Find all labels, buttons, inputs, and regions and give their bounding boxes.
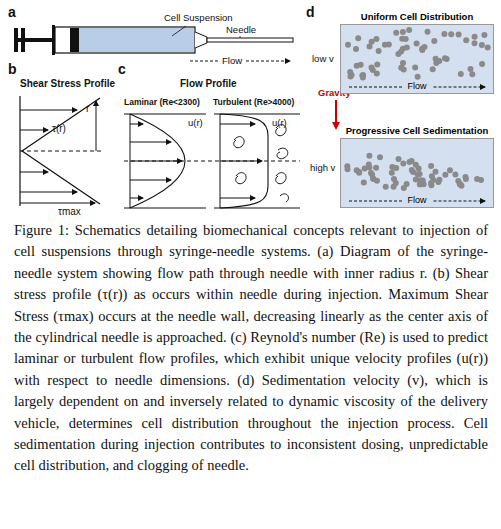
gravity-arrow [335,100,337,128]
symbol-label: u(r) [188,118,203,128]
panel-letter: d [306,5,315,20]
sample-chamber: Progressive Cell SedimentationFlow [340,138,494,208]
panel-letter: b [8,62,17,77]
part-label: Needle [226,25,256,35]
flow-type-label: Laminar (Re<2300) [124,98,200,107]
chamber-heading: Progressive Cell Sedimentation [341,125,493,136]
flow-label: Flow [405,81,428,91]
syringe [14,25,293,61]
panel-letter: a [8,5,16,20]
velocity-label: low v [312,54,334,64]
symbol-label: τ(r) [52,123,66,134]
part-label: Cell Suspension [164,13,233,23]
symbol-label: τmax [58,206,81,217]
chamber-heading: Uniform Cell Distribution [341,11,493,22]
panel-title: Shear Stress Profile [20,78,115,89]
caption: Figure 1: Schematics detailing biomechan… [14,220,488,477]
flow-label: Flow [405,195,428,205]
panel-title: Flow Profile [180,78,237,89]
velocity-label: high v [310,163,335,173]
flow-profiles [124,114,300,208]
symbol-label: u(r) [272,118,287,128]
flow-label: Flow [222,56,242,66]
dimension-label: r [86,103,89,114]
sample-chamber: Uniform Cell DistributionFlow [340,24,494,94]
shear-profile [20,96,102,206]
panel-letter: c [118,62,126,77]
flow-type-label: Turbulent (Re>4000) [213,98,294,107]
